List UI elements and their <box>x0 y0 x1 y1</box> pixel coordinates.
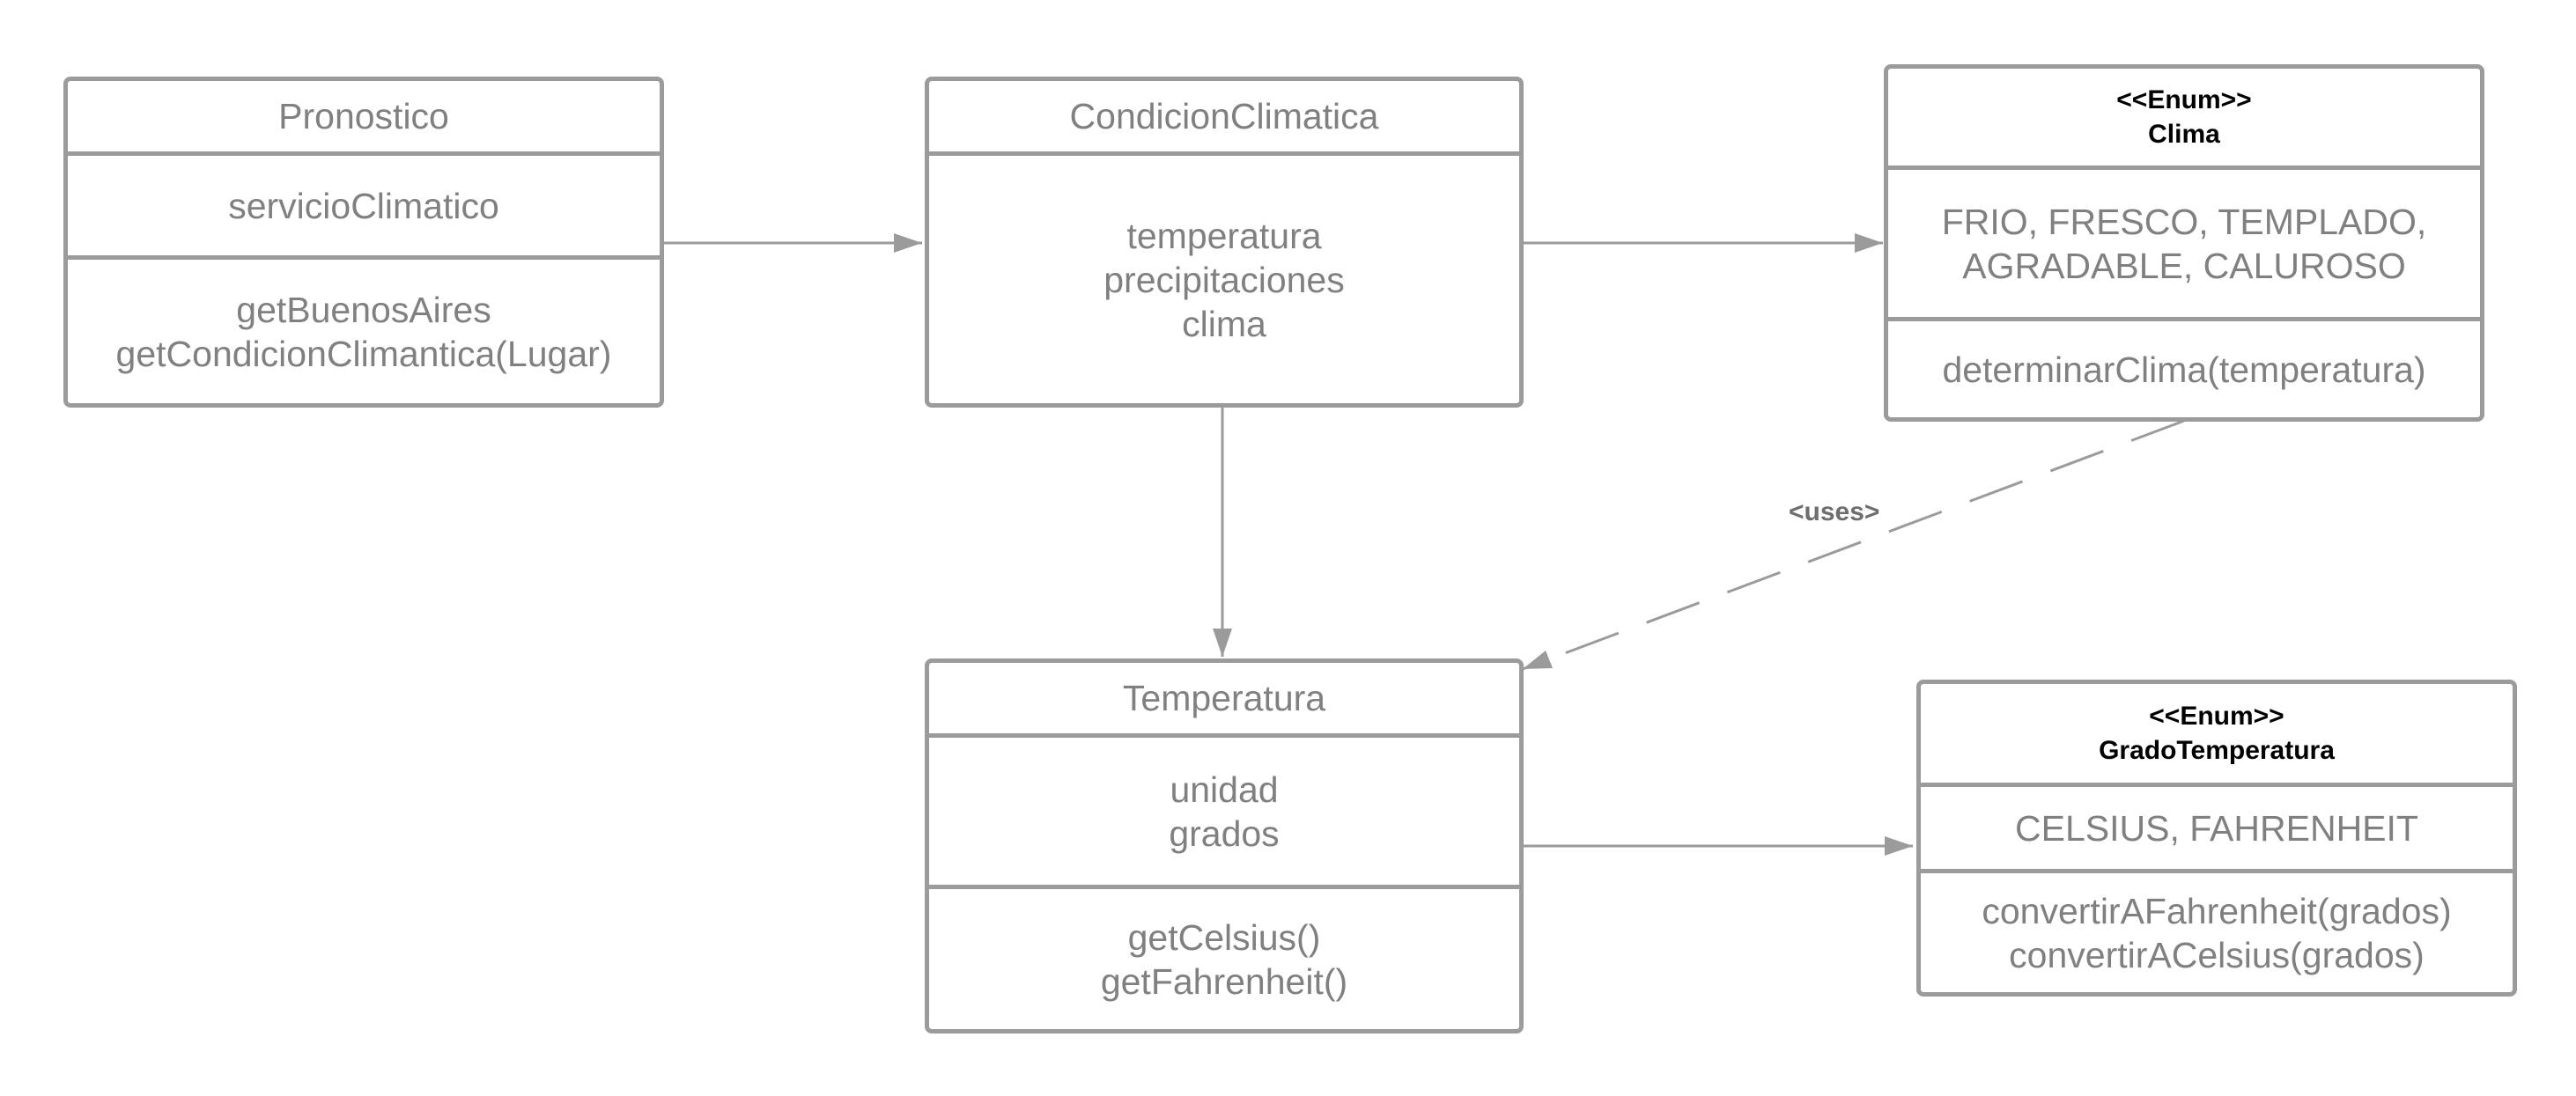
method: getCelsius() <box>1127 916 1321 958</box>
method: getFahrenheit() <box>1100 960 1348 1002</box>
association-condicion-temperatura <box>1213 407 1232 657</box>
class-pronostico-header: Pronostico <box>68 81 660 151</box>
enum-grado-name: GradoTemperatura <box>2099 736 2335 765</box>
class-temperatura-attributes: unidad grados <box>929 733 1519 885</box>
method: getBuenosAires <box>236 289 491 330</box>
class-temperatura[interactable]: Temperatura unidad grados getCelsius() g… <box>925 658 1524 1033</box>
class-pronostico[interactable]: Pronostico servicioClimatico getBuenosAi… <box>63 77 664 408</box>
method: convertirACelsius(grados) <box>2009 934 2425 975</box>
association-condicion-clima <box>1523 233 1883 253</box>
method: getCondicionClimantica(Lugar) <box>115 333 612 374</box>
method: convertirAFahrenheit(grados) <box>1982 890 2452 931</box>
stereotype-label: <<Enum>> <box>2149 702 2284 731</box>
dependency-clima-temperatura <box>1522 419 2185 671</box>
enum-value: CELSIUS, FAHRENHEIT <box>2015 807 2418 849</box>
class-condicion-attributes: temperatura precipitaciones clima <box>929 151 1519 403</box>
attribute: servicioClimatico <box>228 185 499 226</box>
association-pronostico-condicion <box>662 233 922 253</box>
attribute: precipitaciones <box>1103 259 1345 300</box>
enum-grado-values: CELSIUS, FAHRENHEIT <box>1921 783 2513 869</box>
stereotype-label: <<Enum>> <box>2116 85 2252 114</box>
enum-grado-temperatura[interactable]: <<Enum>> GradoTemperatura CELSIUS, FAHRE… <box>1916 680 2517 997</box>
class-pronostico-name: Pronostico <box>278 96 449 136</box>
uses-label: <uses> <box>1789 497 1879 526</box>
class-condicion-climatica[interactable]: CondicionClimatica temperatura precipita… <box>925 77 1524 408</box>
class-temperatura-name: Temperatura <box>1122 678 1326 718</box>
class-pronostico-methods: getBuenosAires getCondicionClimantica(Lu… <box>68 255 660 403</box>
enum-value: FRIO, FRESCO, TEMPLADO, <box>1941 201 2427 242</box>
class-condicion-header: CondicionClimatica <box>929 81 1519 151</box>
class-temperatura-methods: getCelsius() getFahrenheit() <box>929 885 1519 1029</box>
method: determinarClima(temperatura) <box>1942 349 2426 390</box>
enum-clima[interactable]: <<Enum>> Clima FRIO, FRESCO, TEMPLADO, A… <box>1884 64 2484 422</box>
enum-clima-values: FRIO, FRESCO, TEMPLADO, AGRADABLE, CALUR… <box>1888 166 2480 317</box>
enum-clima-header: <<Enum>> Clima <box>1888 69 2480 166</box>
class-temperatura-header: Temperatura <box>929 663 1519 733</box>
enum-value: AGRADABLE, CALUROSO <box>1962 245 2406 286</box>
attribute: temperatura <box>1126 215 1322 256</box>
enum-clima-methods: determinarClima(temperatura) <box>1888 317 2480 417</box>
association-temperatura-grado <box>1523 836 1913 856</box>
enum-grado-methods: convertirAFahrenheit(grados) convertirAC… <box>1921 869 2513 992</box>
attribute: grados <box>1169 813 1280 854</box>
enum-grado-header: <<Enum>> GradoTemperatura <box>1921 684 2513 783</box>
class-condicion-name: CondicionClimatica <box>1069 96 1379 136</box>
enum-clima-name: Clima <box>2148 120 2220 149</box>
attribute: unidad <box>1170 769 1279 810</box>
attribute: clima <box>1182 303 1266 344</box>
class-pronostico-attributes: servicioClimatico <box>68 151 660 255</box>
